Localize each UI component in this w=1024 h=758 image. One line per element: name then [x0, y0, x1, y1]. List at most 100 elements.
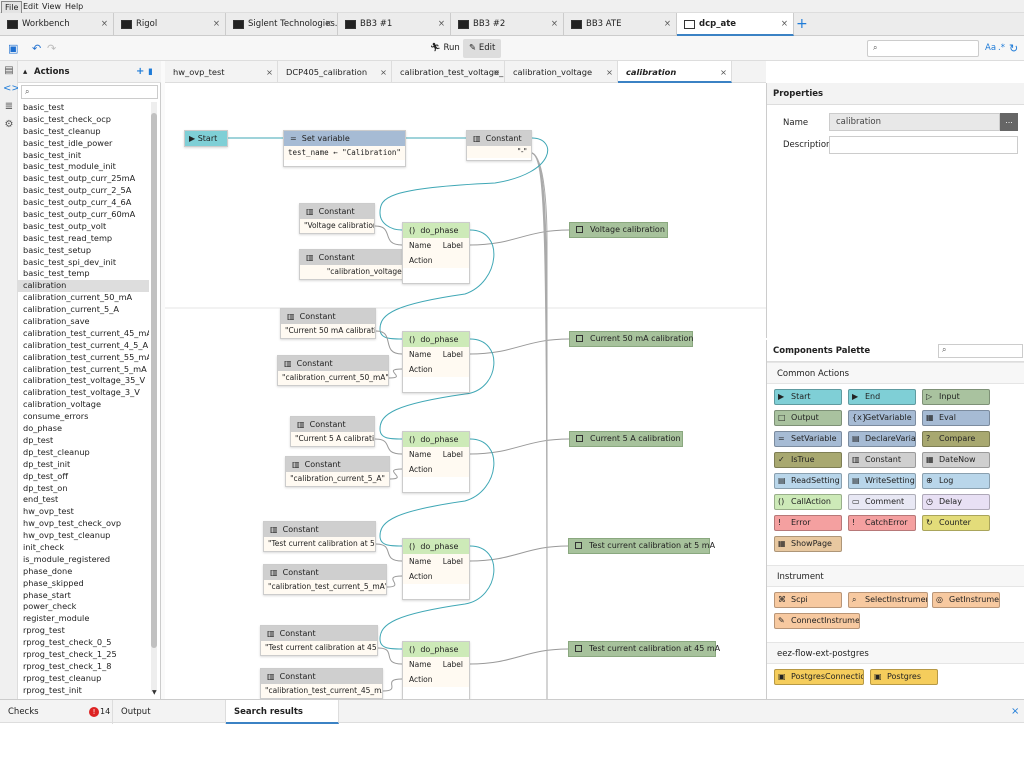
save-icon[interactable]: ▣ — [8, 42, 19, 55]
close-icon[interactable]: × — [380, 67, 387, 77]
action-list-item[interactable]: calibration_test_current_45_mA — [23, 327, 149, 338]
palette-item[interactable]: ▷Input — [922, 389, 990, 405]
action-list-item[interactable]: hw_ovp_test_cleanup — [23, 530, 111, 541]
action-list-item[interactable]: rprog_test — [23, 625, 65, 636]
palette-item[interactable]: ▥Constant — [848, 452, 916, 468]
comment-node[interactable]: Voltage calibration — [569, 222, 668, 238]
action-list-item[interactable]: dp_test — [23, 434, 54, 445]
menu-help[interactable]: Help — [65, 2, 84, 11]
action-list-item[interactable]: basic_test_idle_power — [23, 137, 113, 148]
action-list-item[interactable]: hw_ovp_test — [23, 506, 74, 517]
scroll-down-icon[interactable]: ▼ — [152, 689, 157, 696]
action-list-item[interactable]: rprog_test_check_1_25 — [23, 648, 117, 659]
palette-group-header[interactable]: Common Actions — [767, 362, 1024, 384]
constant-node[interactable]: ▥ Constant"Test current calibration at 4… — [260, 625, 378, 656]
close-icon[interactable]: × — [493, 67, 500, 77]
action-list-item[interactable]: calibration_current_50_mA — [23, 292, 133, 303]
action-list-item[interactable]: do_phase — [23, 423, 63, 434]
palette-item[interactable]: ⌕SelectInstrument — [848, 592, 928, 608]
constant-node[interactable]: ▥ Constant"calibration_current_5_A" — [285, 456, 390, 487]
menu-edit[interactable]: Edit — [23, 2, 39, 11]
palette-group-header[interactable]: eez-flow-ext-postgres — [767, 642, 1024, 664]
action-list-item[interactable]: basic_test_outp_curr_2_5A — [23, 185, 132, 196]
delete-action-button[interactable]: ▮ — [148, 67, 153, 77]
editor-tab[interactable]: calibration× — [618, 61, 732, 83]
action-list-item[interactable]: basic_test_read_temp — [23, 232, 113, 243]
action-list-item[interactable]: hw_ovp_test_check_ovp — [23, 518, 122, 529]
palette-item[interactable]: ▤ReadSetting — [774, 473, 842, 489]
palette-item[interactable]: □Output — [774, 410, 842, 426]
editor-tab[interactable]: calibration_test_voltage_...× — [392, 61, 505, 83]
more-button[interactable]: ... — [1000, 113, 1018, 131]
close-icon[interactable]: × — [663, 19, 671, 29]
action-list-item[interactable]: basic_test_cleanup — [23, 125, 101, 136]
action-list-item[interactable]: basic_test_init — [23, 149, 82, 160]
panel-splitter[interactable] — [161, 61, 165, 699]
action-list-item[interactable]: calibration_test_current_5_mA — [23, 363, 147, 374]
close-icon[interactable]: × — [720, 67, 727, 77]
tab-bb3-ate[interactable]: BB3 ATE× — [564, 13, 677, 36]
action-list-item[interactable]: basic_test_setup — [23, 244, 92, 255]
action-list-item[interactable]: basic_test_spi_dev_init — [23, 256, 117, 267]
palette-item[interactable]: ▤WriteSettings — [848, 473, 916, 489]
constant-node[interactable]: ▥ Constant"calibration_test_current_5_mA… — [263, 564, 387, 595]
palette-item[interactable]: ▣PostgresConnection — [774, 669, 864, 685]
editor-tab[interactable]: hw_ovp_test× — [165, 61, 278, 83]
constant-node[interactable]: ▥ Constant"Voltage calibration" — [299, 203, 375, 234]
database-icon[interactable]: ≣ — [4, 101, 14, 112]
close-icon[interactable]: × — [437, 19, 445, 29]
constant-node[interactable]: ▥ Constant"calibration_test_current_45_m… — [260, 668, 383, 699]
close-icon[interactable]: × — [324, 19, 332, 29]
action-list-item[interactable]: rprog_test_cleanup — [23, 672, 102, 683]
action-list-item[interactable]: basic_test_outp_curr_25mA — [23, 173, 136, 184]
action-list-item[interactable]: rprog_test_check_1_8 — [23, 660, 112, 671]
constant-node[interactable]: ▥ Constant"Current 5 A calibration" — [290, 416, 375, 447]
palette-item[interactable]: ▦DateNow — [922, 452, 990, 468]
action-list-item[interactable]: rprog_test_init — [23, 684, 82, 695]
constant-node[interactable]: ▥ Constant"calibration_voltage" — [299, 249, 433, 280]
action-list-item[interactable]: basic_test — [23, 102, 65, 112]
palette-item[interactable]: ()CallAction — [774, 494, 842, 510]
regex-icon[interactable]: .* — [998, 43, 1005, 53]
palette-item[interactable]: ⊕Log — [922, 473, 990, 489]
settings-icon[interactable]: ⚙ — [4, 119, 14, 130]
search-input[interactable]: ⌕ — [867, 40, 979, 57]
palette-group-header[interactable]: Instrument — [767, 565, 1024, 587]
tab-bb3-1[interactable]: BB3 #1× — [338, 13, 451, 36]
actions-search-input[interactable]: ⌕ — [21, 85, 158, 99]
comment-node[interactable]: Current 50 mA calibration — [569, 331, 693, 347]
close-icon[interactable]: × — [606, 67, 613, 77]
palette-item[interactable]: !Error — [774, 515, 842, 531]
tab-rigol[interactable]: Rigol× — [114, 13, 226, 36]
action-list-item[interactable]: init_check — [23, 541, 65, 552]
action-list-item[interactable]: calibration_test_current_55_mA — [23, 351, 149, 362]
palette-item[interactable]: !CatchError — [848, 515, 916, 531]
close-icon[interactable]: × — [100, 19, 108, 29]
tab-siglent[interactable]: Siglent Technologies...× — [226, 13, 338, 36]
palette-item[interactable]: ⌘Scpi — [774, 592, 842, 608]
close-panel-icon[interactable]: × — [1011, 706, 1020, 717]
action-list-item[interactable]: phase_start — [23, 589, 71, 600]
palette-search-input[interactable]: ⌕ — [938, 344, 1023, 358]
new-tab-button[interactable]: + — [796, 16, 808, 32]
name-field[interactable]: calibration — [829, 113, 1000, 131]
add-action-button[interactable]: + — [136, 66, 145, 77]
action-list-item[interactable]: dp_test_off — [23, 470, 68, 481]
action-list-item[interactable]: rprog_test_check_0_5 — [23, 637, 112, 648]
action-list-item[interactable]: calibration_test_current_4_5_A — [23, 339, 149, 350]
description-field[interactable] — [829, 136, 1018, 154]
tab-dcp-ate[interactable]: dcp_ate× — [677, 13, 794, 36]
undo-icon[interactable]: ↶ — [32, 42, 42, 55]
start-node[interactable]: ▶ Start — [184, 130, 228, 147]
action-list-item[interactable]: consume_errors — [23, 411, 89, 422]
constant-node[interactable]: ▥ Constant"Test current calibration at 5… — [263, 521, 376, 552]
tab-output[interactable]: Output — [113, 700, 226, 724]
redo-icon[interactable]: ↷ — [47, 42, 57, 55]
close-icon[interactable]: × — [266, 67, 273, 77]
action-list-item[interactable]: basic_test_temp — [23, 268, 90, 279]
code-icon[interactable]: <> — [3, 83, 20, 94]
